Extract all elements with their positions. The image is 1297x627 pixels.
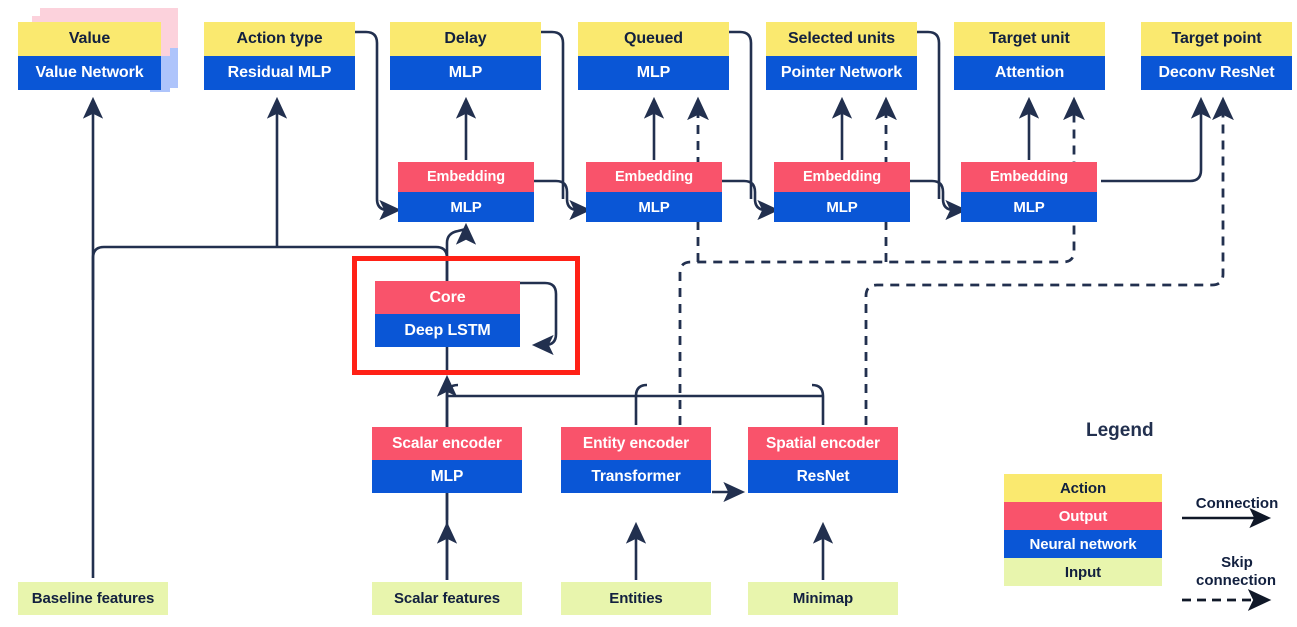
skip-entity-to-targetunit [678, 96, 1085, 425]
legend-skip-label-line1: Skip [1221, 554, 1253, 571]
wire-embedding1-to-embedding2 [534, 179, 592, 221]
head-value[interactable]: Value Value Network [18, 22, 161, 90]
embedding-1-output-label: Embedding [398, 162, 534, 192]
legend-swatch-output: Output [1004, 502, 1162, 530]
head-queued-action-label: Queued [578, 22, 729, 56]
head-target-unit-network-label: Attention [954, 56, 1105, 90]
legend-swatches: Action Output Neural network Input [1004, 474, 1162, 586]
wire-selectedunits-down [917, 30, 941, 199]
encoder-scalar-network-label: MLP [372, 460, 522, 493]
legend-swatch-input: Input [1004, 558, 1162, 586]
embedding-3[interactable]: Embedding MLP [774, 162, 910, 222]
legend-swatch-neural-network: Neural network [1004, 530, 1162, 558]
embedding-2[interactable]: Embedding MLP [586, 162, 722, 222]
encoder-spatial-output-label: Spatial encoder [748, 427, 898, 460]
head-delay[interactable]: Delay MLP [390, 22, 541, 90]
head-delay-network-label: MLP [390, 56, 541, 90]
encoder-scalar[interactable]: Scalar encoder MLP [372, 427, 522, 493]
head-action-type-action-label: Action type [204, 22, 355, 56]
head-selected-units-network-label: Pointer Network [766, 56, 917, 90]
embedding-2-output-label: Embedding [586, 162, 722, 192]
input-entities[interactable]: Entities [561, 582, 711, 615]
encoder-entity-output-label: Entity encoder [561, 427, 711, 460]
wire-embedding3-to-embedding4 [910, 179, 968, 221]
wire-spatial-enc-to-bus [811, 383, 825, 425]
head-delay-action-label: Delay [390, 22, 541, 56]
embedding-1-network-label: MLP [398, 192, 534, 222]
input-scalar-features[interactable]: Scalar features [372, 582, 522, 615]
head-value-action-label: Value [18, 22, 161, 56]
embedding-4[interactable]: Embedding MLP [961, 162, 1097, 222]
core-highlight-box [352, 256, 580, 375]
encoder-entity[interactable]: Entity encoder Transformer [561, 427, 711, 493]
head-target-unit[interactable]: Target unit Attention [954, 22, 1105, 90]
wire-embedding2-to-embedding3 [722, 179, 780, 221]
embedding-1[interactable]: Embedding MLP [398, 162, 534, 222]
legend-skip-label-line2: connection [1195, 572, 1276, 589]
head-value-network-label: Value Network [18, 56, 161, 90]
embedding-3-network-label: MLP [774, 192, 910, 222]
head-selected-units-action-label: Selected units [766, 22, 917, 56]
core-module[interactable]: Core Deep LSTM [375, 281, 520, 347]
skip-spatial-to-targetpoint [864, 96, 1234, 425]
head-selected-units[interactable]: Selected units Pointer Network [766, 22, 917, 90]
input-baseline-features[interactable]: Baseline features [18, 582, 168, 615]
encoder-scalar-output-label: Scalar encoder [372, 427, 522, 460]
head-target-point[interactable]: Target point Deconv ResNet [1141, 22, 1292, 90]
wire-queued-down [729, 30, 753, 199]
embedding-3-output-label: Embedding [774, 162, 910, 192]
wire-entity-enc-to-bus [634, 383, 648, 425]
wire-embedding4-to-targetpoint [1101, 96, 1212, 183]
encoder-spatial-network-label: ResNet [748, 460, 898, 493]
head-target-point-network-label: Deconv ResNet [1141, 56, 1292, 90]
input-minimap[interactable]: Minimap [748, 582, 898, 615]
embedding-2-network-label: MLP [586, 192, 722, 222]
wire-delay-down [541, 30, 565, 199]
legend-title: Legend [1086, 420, 1154, 441]
embedding-4-output-label: Embedding [961, 162, 1097, 192]
head-target-unit-action-label: Target unit [954, 22, 1105, 56]
head-action-type-network-label: Residual MLP [204, 56, 355, 90]
head-target-point-action-label: Target point [1141, 22, 1292, 56]
encoder-entity-network-label: Transformer [561, 460, 711, 493]
wire-core-recurrent-loop [497, 281, 558, 356]
encoder-spatial[interactable]: Spatial encoder ResNet [748, 427, 898, 493]
embedding-4-network-label: MLP [961, 192, 1097, 222]
wire-actiontype-to-embedding1 [355, 30, 402, 221]
legend-swatch-action: Action [1004, 474, 1162, 502]
legend-connection-label: Connection [1195, 495, 1279, 512]
head-queued-network-label: MLP [578, 56, 729, 90]
head-queued[interactable]: Queued MLP [578, 22, 729, 90]
skip-entity-riser-hidden [680, 262, 691, 425]
core-output-label: Core [375, 281, 520, 314]
core-network-label: Deep LSTM [375, 314, 520, 347]
head-action-type[interactable]: Action type Residual MLP [204, 22, 355, 90]
wire-core-to-embedding1 [445, 222, 477, 300]
